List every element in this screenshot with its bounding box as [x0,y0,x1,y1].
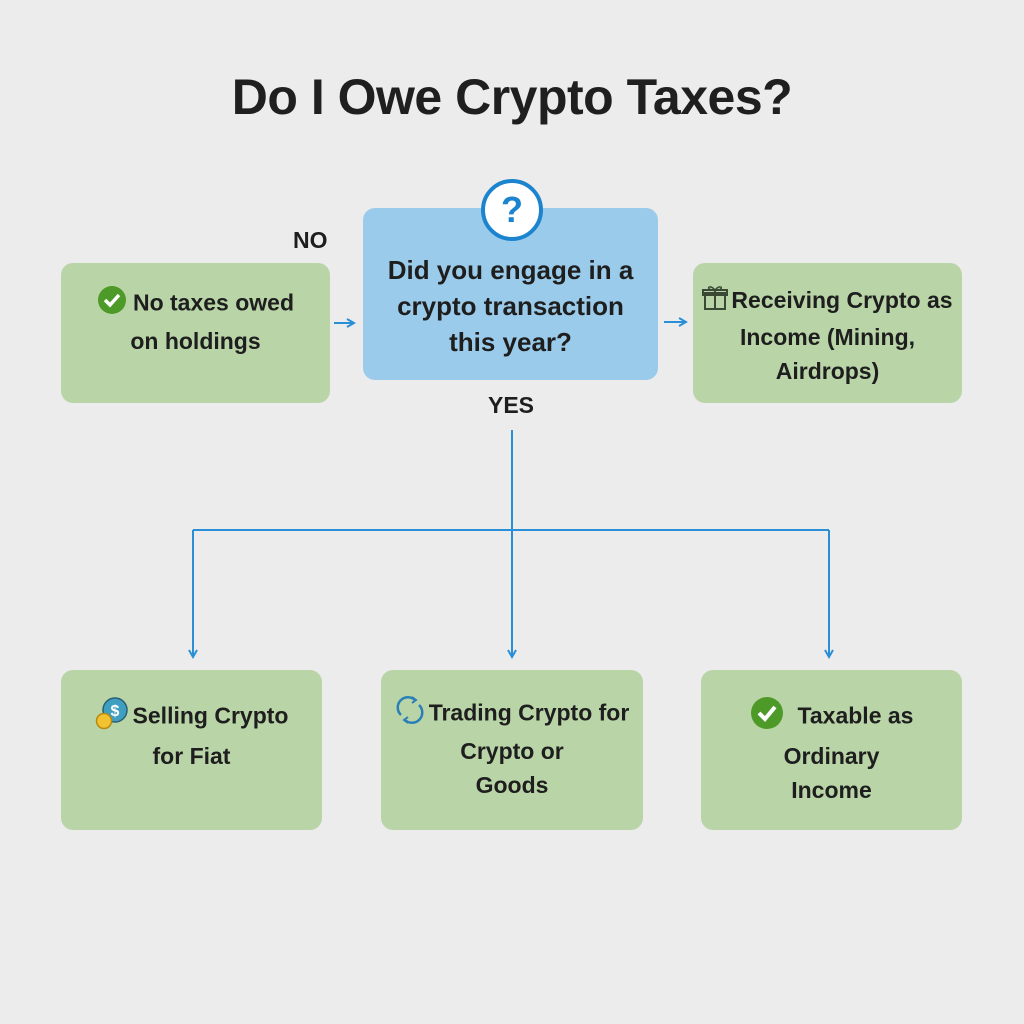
node-income: Receiving Crypto as Income (Mining, Aird… [693,263,962,403]
question-icon: ? [481,179,543,241]
page-title: Do I Owe Crypto Taxes? [231,69,793,125]
no-label: NO [293,227,328,253]
node-no-taxes: No taxes owed on holdings [61,263,330,403]
node-text-line: Income [791,777,872,803]
node-text-line: Income (Mining, [739,324,916,351]
node-text-line: Ordinary [783,743,880,769]
node-text-line: Taxable as [797,702,914,729]
node-text-line: for Fiat [152,743,231,769]
node-selling: $ Selling Crypto for Fiat [61,670,322,830]
yes-label: YES [488,392,535,418]
node-text-line: Crypto or [460,738,564,764]
node-text-line: Airdrops) [775,358,880,385]
node-text-line: Goods [475,772,549,798]
node-text-line: Receiving Crypto as [731,287,953,313]
node-text-line: Selling Crypto [132,702,289,729]
question-text-line: crypto transaction [397,291,624,321]
question-text-line: this year? [449,327,572,357]
node-taxable: Taxable as Ordinary Income [701,670,962,830]
node-text-line: No taxes owed [132,289,295,316]
svg-text:$: $ [110,703,119,720]
gift-icon [702,283,729,320]
exchange-arrows-icon [395,695,425,734]
node-text-line: Trading Crypto for [428,699,630,726]
coins-icon: $ [95,696,129,739]
node-text-line: on holdings [130,328,261,354]
check-circle-icon [750,696,784,739]
question-text-line: Did you engage in a [387,255,634,285]
check-circle-icon [97,285,127,324]
node-trading: Trading Crypto for Crypto or Goods [381,670,643,830]
